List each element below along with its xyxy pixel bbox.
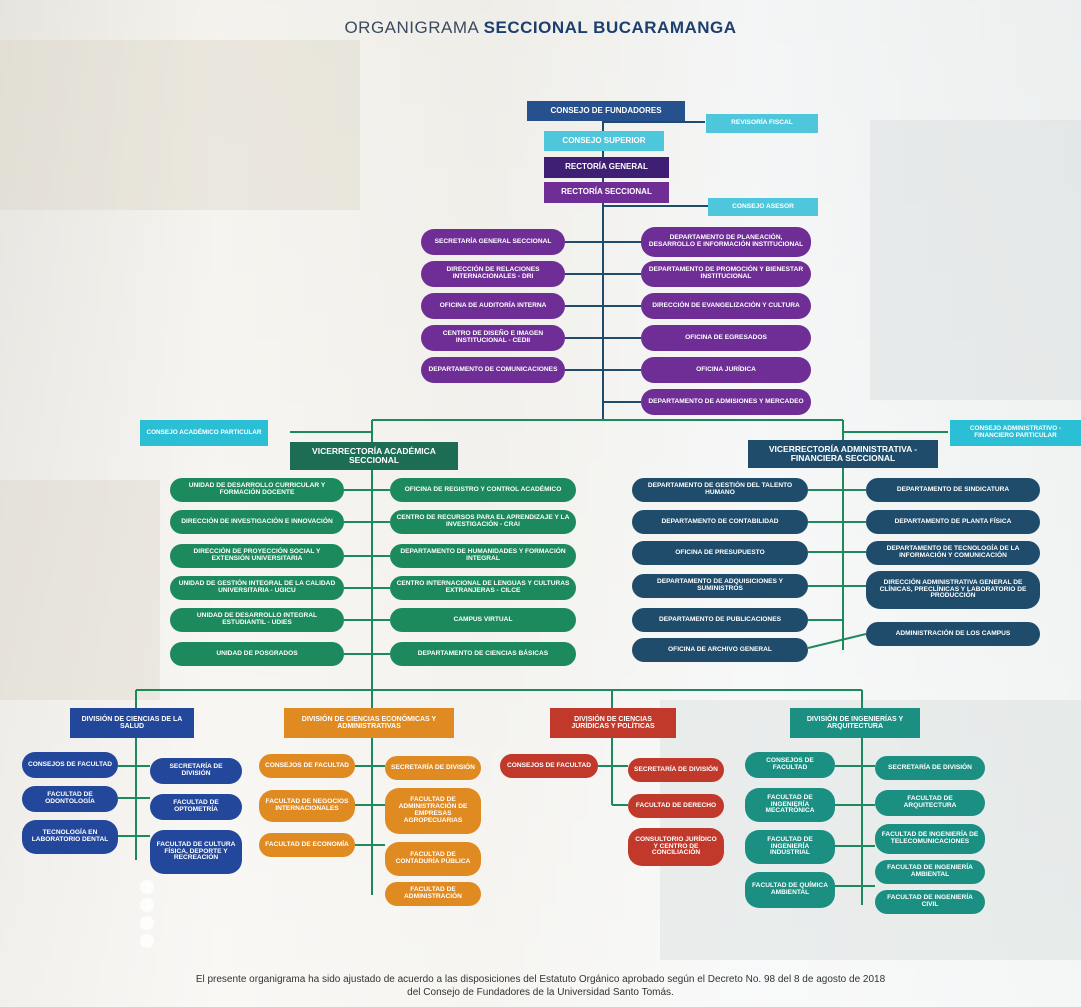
division-salud-box: DIVISIÓN DE CIENCIAS DE LA SALUD [70, 708, 194, 738]
academic-unit: UNIDAD DE DESARROLLO CURRICULAR Y FORMAC… [170, 478, 344, 502]
staff-item: DIRECCIÓN DE RELACIONES INTERNACIONALES … [421, 261, 565, 287]
academic-unit: CAMPUS VIRTUAL [390, 608, 576, 632]
faculty-item: FACULTAD DE INGENIERÍA INDUSTRIAL [745, 830, 835, 864]
admin-unit: DEPARTAMENTO DE CONTABILIDAD [632, 510, 808, 534]
faculty-item: FACULTAD DE QUÍMICA AMBIENTAL [745, 872, 835, 908]
staff-item: DEPARTAMENTO DE PLANEACIÓN, DESARROLLO E… [641, 227, 811, 257]
rectoria-seccional-box: RECTORÍA SECCIONAL [544, 182, 669, 203]
faculty-item: FACULTAD DE DERECHO [628, 794, 724, 818]
admin-unit: DEPARTAMENTO DE TECNOLOGÍA DE LA INFORMA… [866, 541, 1040, 565]
academic-unit: CENTRO INTERNACIONAL DE LENGUAS Y CULTUR… [390, 576, 576, 600]
consejo-academico-box: CONSEJO ACADÉMICO PARTICULAR [140, 420, 268, 446]
admin-unit: ADMINISTRACIÓN DE LOS CAMPUS [866, 622, 1040, 646]
faculty-item: FACULTAD DE ADMINISTRACIÓN DE EMPRESAS A… [385, 788, 481, 834]
faculty-item: CONSEJOS DE FACULTAD [259, 754, 355, 778]
academic-unit: DIRECCIÓN DE PROYECCIÓN SOCIAL Y EXTENSI… [170, 544, 344, 568]
academic-unit: CENTRO DE RECURSOS PARA EL APRENDIZAJE Y… [390, 510, 576, 534]
staff-item: CENTRO DE DISEÑO E IMAGEN INSTITUCIONAL … [421, 325, 565, 351]
academic-unit: DEPARTAMENTO DE CIENCIAS BÁSICAS [390, 642, 576, 666]
faculty-item: FACULTAD DE ODONTOLOGÍA [22, 786, 118, 812]
faculty-item: FACULTAD DE INGENIERÍA CIVIL [875, 890, 985, 914]
faculty-item: FACULTAD DE CULTURA FÍSICA, DEPORTE Y RE… [150, 830, 242, 874]
consejo-superior-box: CONSEJO SUPERIOR [544, 131, 664, 151]
staff-item: DEPARTAMENTO DE COMUNICACIONES [421, 357, 565, 383]
admin-unit: DIRECCIÓN ADMINISTRATIVA GENERAL DE CLÍN… [866, 571, 1040, 609]
consejo-administrativo-box: CONSEJO ADMINISTRATIVO - FINANCIERO PART… [950, 420, 1081, 446]
admin-unit: DEPARTAMENTO DE PUBLICACIONES [632, 608, 808, 632]
footer-note: El presente organigrama ha sido ajustado… [195, 974, 886, 998]
revisoria-fiscal-box: REVISORÍA FISCAL [706, 114, 818, 133]
admin-unit: DEPARTAMENTO DE SINDICATURA [866, 478, 1040, 502]
page-title: ORGANIGRAMA SECCIONAL BUCARAMANGA [344, 18, 737, 37]
admin-unit: OFICINA DE ARCHIVO GENERAL [632, 638, 808, 662]
division-ingenierias-box: DIVISIÓN DE INGENIERÍAS Y ARQUITECTURA [790, 708, 920, 738]
staff-item: DEPARTAMENTO DE PROMOCIÓN Y BIENESTAR IN… [641, 261, 811, 287]
staff-item: DEPARTAMENTO DE ADMISIONES Y MERCADEO [641, 389, 811, 415]
faculty-item: SECRETARÍA DE DIVISIÓN [628, 758, 724, 782]
consejo-asesor-box: CONSEJO ASESOR [708, 198, 818, 216]
academic-unit: DIRECCIÓN DE INVESTIGACIÓN E INNOVACIÓN [170, 510, 344, 534]
staff-item: OFICINA DE EGRESADOS [641, 325, 811, 351]
faculty-item: CONSEJOS DE FACULTAD [500, 754, 598, 778]
academic-unit: DEPARTAMENTO DE HUMANIDADES Y FORMACIÓN … [390, 544, 576, 568]
division-juridicas-box: DIVISIÓN DE CIENCIAS JURÍDICAS Y POLÍTIC… [550, 708, 676, 738]
rectoria-general-box: RECTORÍA GENERAL [544, 157, 669, 178]
division-economicas-box: DIVISIÓN DE CIENCIAS ECONÓMICAS Y ADMINI… [284, 708, 454, 738]
admin-unit: DEPARTAMENTO DE ADQUISICIONES Y SUMINIST… [632, 574, 808, 598]
staff-item: OFICINA DE AUDITORÍA INTERNA [421, 293, 565, 319]
admin-unit: OFICINA DE PRESUPUESTO [632, 541, 808, 565]
staff-item: OFICINA JURÍDICA [641, 357, 811, 383]
faculty-item: FACULTAD DE INGENIERÍA MECATRÓNICA [745, 788, 835, 822]
academic-unit: UNIDAD DE POSGRADOS [170, 642, 344, 666]
faculty-item: CONSEJOS DE FACULTAD [745, 752, 835, 778]
academic-unit: OFICINA DE REGISTRO Y CONTROL ACADÉMICO [390, 478, 576, 502]
faculty-item: FACULTAD DE ARQUITECTURA [875, 790, 985, 816]
faculty-item: SECRETARÍA DE DIVISIÓN [875, 756, 985, 780]
admin-unit: DEPARTAMENTO DE GESTIÓN DEL TALENTO HUMA… [632, 478, 808, 502]
admin-unit: DEPARTAMENTO DE PLANTA FÍSICA [866, 510, 1040, 534]
academic-unit: UNIDAD DE DESARROLLO INTEGRAL ESTUDIANTI… [170, 608, 344, 632]
faculty-item: SECRETARÍA DE DIVISIÓN [385, 756, 481, 780]
faculty-item: FACULTAD DE OPTOMETRÍA [150, 794, 242, 820]
faculty-item: FACULTAD DE ECONOMÍA [259, 833, 355, 857]
faculty-item: FACULTAD DE CONTADURÍA PÚBLICA [385, 842, 481, 876]
faculty-item: SECRETARÍA DE DIVISIÓN [150, 758, 242, 784]
academic-unit: UNIDAD DE GESTIÓN INTEGRAL DE LA CALIDAD… [170, 576, 344, 600]
faculty-item: FACULTAD DE NEGOCIOS INTERNACIONALES [259, 790, 355, 822]
staff-item: DIRECCIÓN DE EVANGELIZACIÓN Y CULTURA [641, 293, 811, 319]
faculty-item: CONSULTORIO JURÍDICO Y CENTRO DE CONCILI… [628, 828, 724, 866]
faculty-item: FACULTAD DE INGENIERÍA DE TELECOMUNICACI… [875, 824, 985, 854]
faculty-item: TECNOLOGÍA EN LABORATORIO DENTAL [22, 820, 118, 854]
consejo-fundadores-box: CONSEJO DE FUNDADORES [527, 101, 685, 121]
faculty-item: FACULTAD DE INGENIERÍA AMBIENTAL [875, 860, 985, 884]
staff-item: SECRETARÍA GENERAL SECCIONAL [421, 229, 565, 255]
faculty-item: FACULTAD DE ADMINISTRACIÓN [385, 882, 481, 906]
vicerrectoria-administrativa-box: VICERRECTORÍA ADMINISTRATIVA - FINANCIER… [748, 440, 938, 468]
faculty-item: CONSEJOS DE FACULTAD [22, 752, 118, 778]
vicerrectoria-academica-box: VICERRECTORÍA ACADÉMICA SECCIONAL [290, 442, 458, 470]
